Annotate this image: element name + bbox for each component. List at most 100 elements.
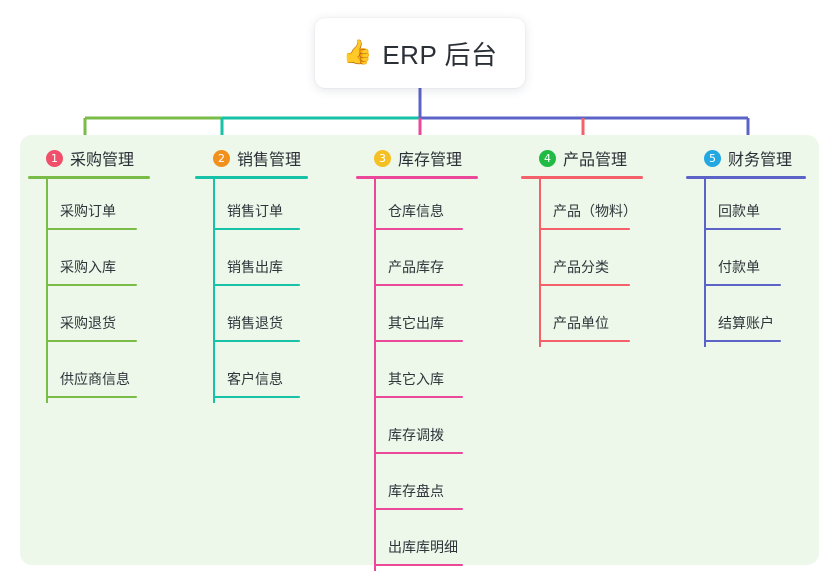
root-node[interactable]: 👍 ERP 后台 xyxy=(315,18,525,88)
leaf-item[interactable]: 采购订单 xyxy=(28,179,150,235)
leaf-item[interactable]: 回款单 xyxy=(686,179,806,235)
leaf-item[interactable]: 产品单位 xyxy=(521,291,643,347)
leaf-list-5: 回款单付款单结算账户 xyxy=(686,179,806,347)
leaf-rail xyxy=(213,347,215,403)
leaf-underline xyxy=(375,228,463,230)
leaf-rail xyxy=(213,235,215,291)
leaf-item[interactable]: 其它出库 xyxy=(356,291,478,347)
leaf-rail xyxy=(374,403,376,459)
leaf-underline xyxy=(214,396,300,398)
leaf-item[interactable]: 其它入库 xyxy=(356,347,478,403)
leaf-underline xyxy=(375,284,463,286)
leaf-item[interactable]: 库存调拨 xyxy=(356,403,478,459)
leaf-item[interactable]: 仓库信息 xyxy=(356,179,478,235)
leaf-item[interactable]: 销售订单 xyxy=(195,179,308,235)
leaf-underline xyxy=(214,284,300,286)
branch-title-3: 库存管理 xyxy=(398,152,463,169)
leaf-underline xyxy=(47,396,137,398)
leaf-item[interactable]: 出库库明细 xyxy=(356,515,478,571)
leaf-label: 库存盘点 xyxy=(388,483,444,499)
leaf-rail xyxy=(539,179,541,235)
leaf-item[interactable]: 产品分类 xyxy=(521,235,643,291)
leaf-rail xyxy=(374,291,376,347)
branch-header-4[interactable]: 4 产品管理 xyxy=(521,146,643,170)
leaf-label: 采购入库 xyxy=(60,259,116,275)
leaf-label: 客户信息 xyxy=(227,371,283,387)
leaf-label: 采购退货 xyxy=(60,315,116,331)
leaf-label: 销售出库 xyxy=(227,259,283,275)
leaf-label: 产品分类 xyxy=(553,259,609,275)
branch-underline-2 xyxy=(195,176,308,179)
leaf-underline xyxy=(214,340,300,342)
leaf-label: 产品库存 xyxy=(388,259,444,275)
leaf-label: 产品单位 xyxy=(553,315,609,331)
branch-underline-3 xyxy=(356,176,478,179)
root-node-title: ERP 后台 xyxy=(382,39,498,70)
leaf-label: 结算账户 xyxy=(718,315,774,331)
leaf-item[interactable]: 结算账户 xyxy=(686,291,806,347)
leaf-rail xyxy=(374,459,376,515)
leaf-rail xyxy=(46,235,48,291)
leaf-label: 销售订单 xyxy=(227,203,283,219)
leaf-rail xyxy=(213,179,215,235)
leaf-label: 产品（物料） xyxy=(553,203,637,219)
leaf-rail xyxy=(704,291,706,347)
leaf-underline xyxy=(375,564,463,566)
leaf-underline xyxy=(47,284,137,286)
leaf-rail xyxy=(46,347,48,403)
leaf-underline xyxy=(375,508,463,510)
leaf-underline xyxy=(705,228,781,230)
leaf-rail xyxy=(374,515,376,571)
leaf-item[interactable]: 付款单 xyxy=(686,235,806,291)
leaf-list-2: 销售订单销售出库销售退货客户信息 xyxy=(195,179,308,403)
leaf-item[interactable]: 供应商信息 xyxy=(28,347,150,403)
branch-header-3[interactable]: 3 库存管理 xyxy=(356,146,478,170)
leaf-rail xyxy=(213,291,215,347)
leaf-item[interactable]: 销售出库 xyxy=(195,235,308,291)
branch-title-4: 产品管理 xyxy=(563,152,628,169)
leaf-underline xyxy=(540,340,630,342)
leaf-item[interactable]: 采购入库 xyxy=(28,235,150,291)
leaf-label: 回款单 xyxy=(718,203,760,219)
leaf-underline xyxy=(375,340,463,342)
leaf-rail xyxy=(539,291,541,347)
branch-title-1: 采购管理 xyxy=(70,152,135,169)
leaf-underline xyxy=(214,228,300,230)
leaf-rail xyxy=(374,235,376,291)
branch-badge-2: 2 xyxy=(213,149,230,167)
thumbs-up-icon: 👍 xyxy=(342,39,373,66)
branch-badge-3: 3 xyxy=(374,149,391,167)
leaf-underline xyxy=(705,340,781,342)
leaf-item[interactable]: 产品库存 xyxy=(356,235,478,291)
leaf-rail xyxy=(704,235,706,291)
leaf-label: 库存调拨 xyxy=(388,427,444,443)
leaf-underline xyxy=(47,228,137,230)
branch-badge-4: 4 xyxy=(539,149,556,167)
leaf-item[interactable]: 产品（物料） xyxy=(521,179,643,235)
leaf-label: 其它出库 xyxy=(388,315,444,331)
leaf-item[interactable]: 库存盘点 xyxy=(356,459,478,515)
leaf-underline xyxy=(540,284,630,286)
leaf-rail xyxy=(46,179,48,235)
leaf-item[interactable]: 销售退货 xyxy=(195,291,308,347)
leaf-rail xyxy=(704,179,706,235)
leaf-label: 供应商信息 xyxy=(60,371,130,387)
leaf-label: 付款单 xyxy=(718,259,760,275)
branch-underline-1 xyxy=(28,176,150,179)
leaf-rail xyxy=(374,179,376,235)
leaf-item[interactable]: 采购退货 xyxy=(28,291,150,347)
leaf-rail xyxy=(539,235,541,291)
leaf-underline xyxy=(375,396,463,398)
leaf-underline xyxy=(540,228,630,230)
branch-underline-4 xyxy=(521,176,643,179)
leaf-underline xyxy=(705,284,781,286)
leaf-item[interactable]: 客户信息 xyxy=(195,347,308,403)
leaf-rail xyxy=(46,291,48,347)
branch-column-4: 4 产品管理产品（物料） 产品分类产品单位 xyxy=(521,146,643,347)
